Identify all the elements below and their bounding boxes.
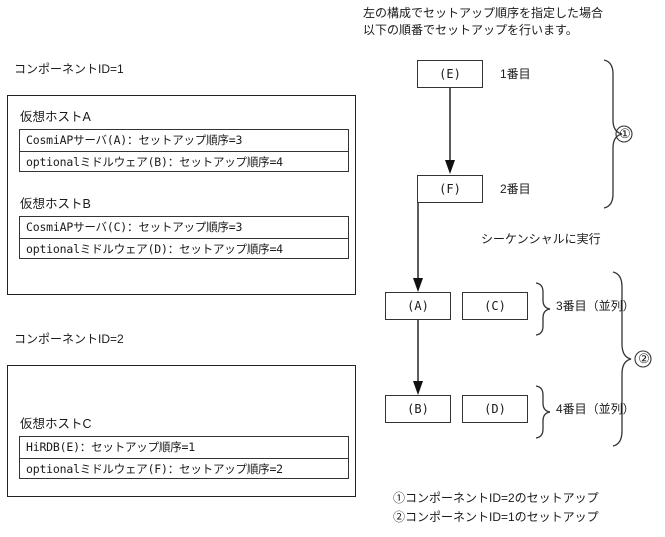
order-label-second: 2番目 bbox=[500, 182, 531, 196]
order-label-first: 1番目 bbox=[500, 67, 531, 81]
legend-item-1: ①コンポーネントID=2のセットアップ bbox=[393, 491, 599, 505]
order-label-third: 3番目（並列） bbox=[556, 299, 635, 313]
host-b-row-1: CosmiAPサーバ(C)：セットアップ順序=3 bbox=[26, 220, 243, 234]
arrowhead-e-to-f bbox=[445, 160, 455, 174]
group-mark-one: ① bbox=[619, 126, 631, 141]
intro-line-1: 左の構成でセットアップ順序を指定した場合 bbox=[363, 6, 604, 20]
legend-item-2: ②コンポーネントID=1のセットアップ bbox=[393, 510, 599, 524]
component-1-label: コンポーネントID=1 bbox=[14, 62, 124, 76]
brace-group-two bbox=[612, 271, 632, 447]
node-c: (C) bbox=[462, 292, 528, 320]
circle-two-outline bbox=[634, 350, 652, 368]
order-label-fourth: 4番目（並列） bbox=[556, 402, 635, 416]
component-2-box: 仮想ホストC HiRDB(E)：セットアップ順序=1 optionalミドルウェ… bbox=[7, 365, 356, 497]
host-c-label: 仮想ホストC bbox=[20, 417, 92, 431]
host-a-label: 仮想ホストA bbox=[20, 110, 91, 124]
brace-fourth bbox=[535, 385, 551, 439]
node-e: (E) bbox=[417, 60, 483, 88]
node-a: (A) bbox=[385, 292, 451, 320]
host-a-row-2: optionalミドルウェア(B)：セットアップ順序=4 bbox=[20, 151, 348, 172]
component-1-box: 仮想ホストA CosmiAPサーバ(A)：セットアップ順序=3 optional… bbox=[7, 95, 356, 295]
host-b-table: CosmiAPサーバ(C)：セットアップ順序=3 optionalミドルウェア(… bbox=[19, 216, 349, 259]
host-a-table: CosmiAPサーバ(A)：セットアップ順序=3 optionalミドルウェア(… bbox=[19, 129, 349, 172]
host-b-label: 仮想ホストB bbox=[20, 197, 91, 211]
host-c-table: HiRDB(E)：セットアップ順序=1 optionalミドルウェア(F)：セッ… bbox=[19, 436, 349, 479]
group-mark-two: ② bbox=[638, 351, 650, 366]
circle-one-outline bbox=[615, 125, 633, 143]
host-b-row-2: optionalミドルウェア(D)：セットアップ順序=4 bbox=[20, 238, 348, 259]
arrowhead-a-to-b bbox=[413, 381, 423, 395]
sequential-execution-label: シーケンシャルに実行 bbox=[481, 232, 601, 246]
brace-group-one bbox=[603, 59, 623, 209]
node-d: (D) bbox=[462, 395, 528, 423]
node-b: (B) bbox=[385, 395, 451, 423]
node-f: (F) bbox=[417, 175, 483, 203]
host-c-row-1: HiRDB(E)：セットアップ順序=1 bbox=[26, 440, 195, 454]
arrowhead-f-to-a bbox=[413, 278, 423, 292]
component-2-label: コンポーネントID=2 bbox=[14, 332, 124, 346]
intro-line-2: 以下の順番でセットアップを行います。 bbox=[363, 23, 578, 37]
brace-third bbox=[535, 282, 551, 336]
host-a-row-1: CosmiAPサーバ(A)：セットアップ順序=3 bbox=[26, 133, 243, 147]
host-c-row-2: optionalミドルウェア(F)：セットアップ順序=2 bbox=[20, 458, 348, 479]
